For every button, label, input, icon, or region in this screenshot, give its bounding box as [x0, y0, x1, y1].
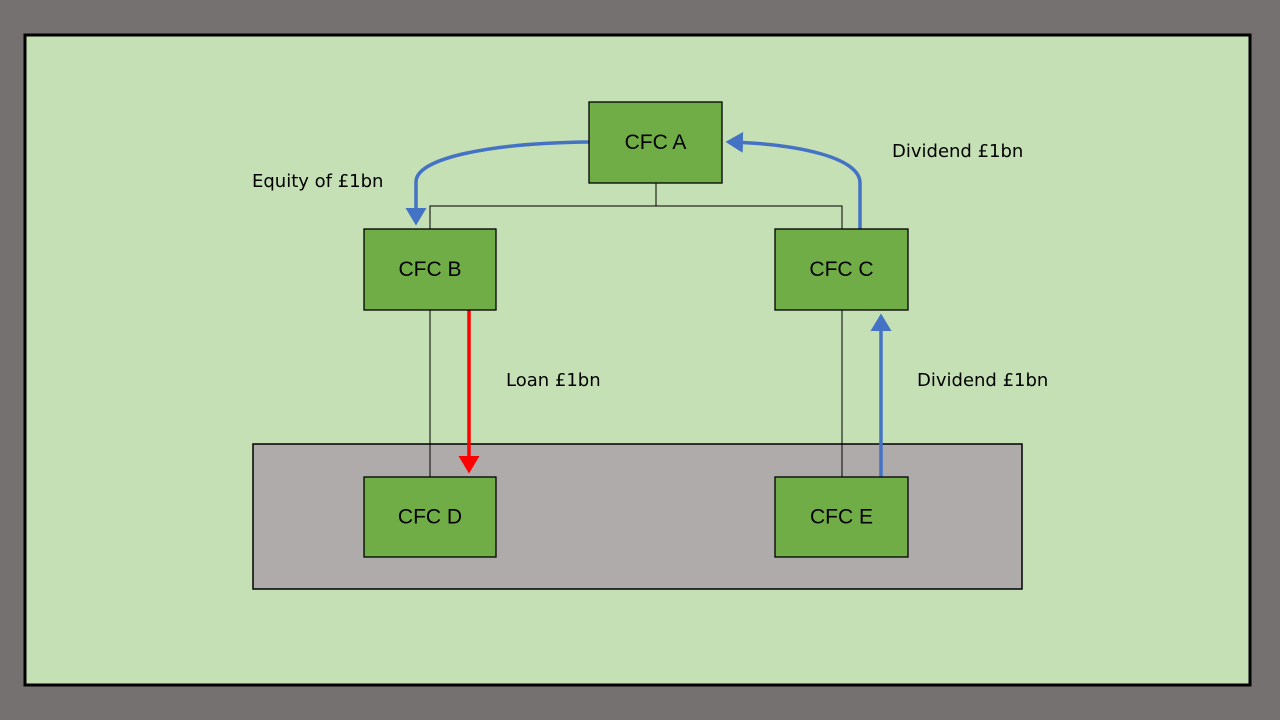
equity-label: Equity of £1bn: [252, 171, 383, 192]
entity-cfc-e: CFC E: [774, 476, 909, 558]
entity-label: CFC A: [625, 131, 687, 154]
entity-cfc-c: CFC C: [774, 228, 909, 311]
dividend-arrow-c-a: [725, 131, 862, 229]
entity-cfc-a: CFC A: [588, 101, 723, 184]
entity-label: CFC E: [810, 506, 873, 529]
equity-arrow: [405, 140, 590, 226]
entity-cfc-b: CFC B: [363, 228, 497, 311]
dividend-label-c-a: Dividend £1bn: [892, 141, 1023, 162]
loan-label: Loan £1bn: [506, 370, 601, 391]
entity-label: CFC B: [399, 258, 462, 281]
dividend-label-e-c: Dividend £1bn: [917, 370, 1048, 391]
entity-cfc-d: CFC D: [363, 476, 497, 558]
entity-label: CFC D: [398, 506, 462, 529]
entity-label: CFC C: [809, 258, 873, 281]
ownership-connector-a: [429, 183, 843, 229]
